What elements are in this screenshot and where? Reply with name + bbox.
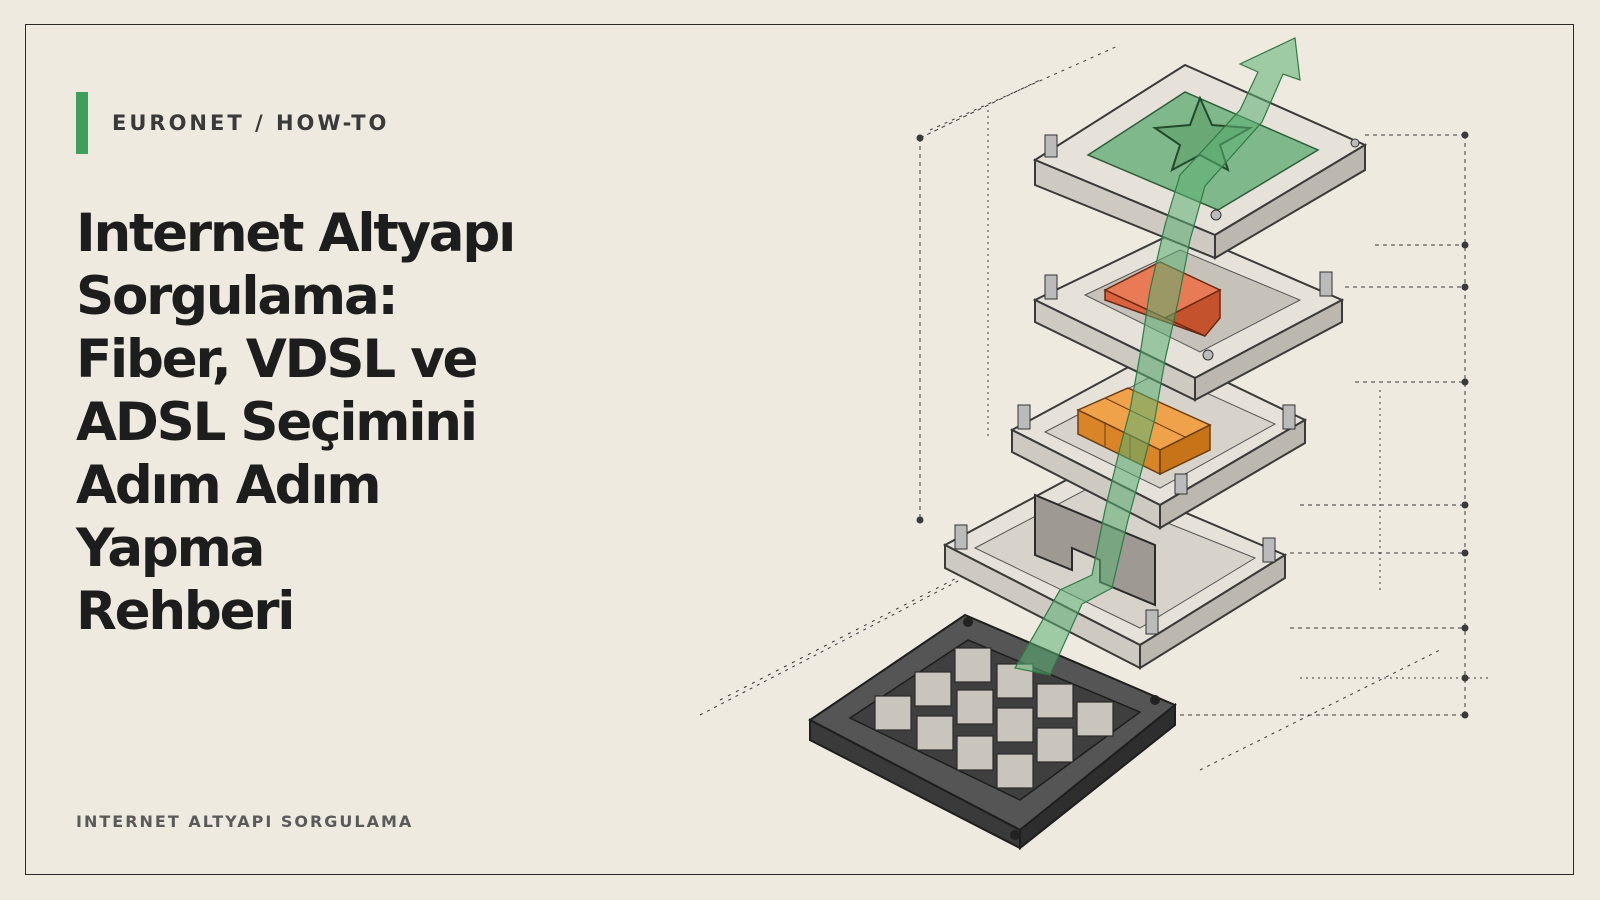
title-line: Sorgulama: — [76, 266, 399, 327]
title-line: Adım Adım — [76, 455, 382, 516]
title-line: Yapma — [76, 518, 265, 579]
red-block-layer-icon — [1032, 228, 1345, 402]
upward-arrow-icon — [1014, 37, 1301, 676]
layered-infrastructure-stack-icon — [699, 37, 1490, 851]
grid-cube-icon — [874, 647, 1114, 789]
slide-frame — [25, 24, 1574, 875]
title-line: Fiber, VDSL ve — [76, 329, 478, 390]
accent-bar — [76, 92, 88, 154]
title-line: ADSL Seçimini — [76, 392, 478, 453]
title-line: Rehberi — [76, 581, 295, 642]
kicker-label: EURONET / HOW-TO — [112, 111, 390, 135]
guide-lines-icon — [699, 44, 1490, 771]
page-title: Internet Altyapı Sorgulama: Fiber, VDSL … — [76, 202, 616, 643]
footer-label: INTERNET ALTYAPI SORGULAMA — [76, 812, 414, 831]
base-tray-icon — [808, 613, 1177, 851]
title-line: Internet Altyapı — [76, 203, 516, 264]
